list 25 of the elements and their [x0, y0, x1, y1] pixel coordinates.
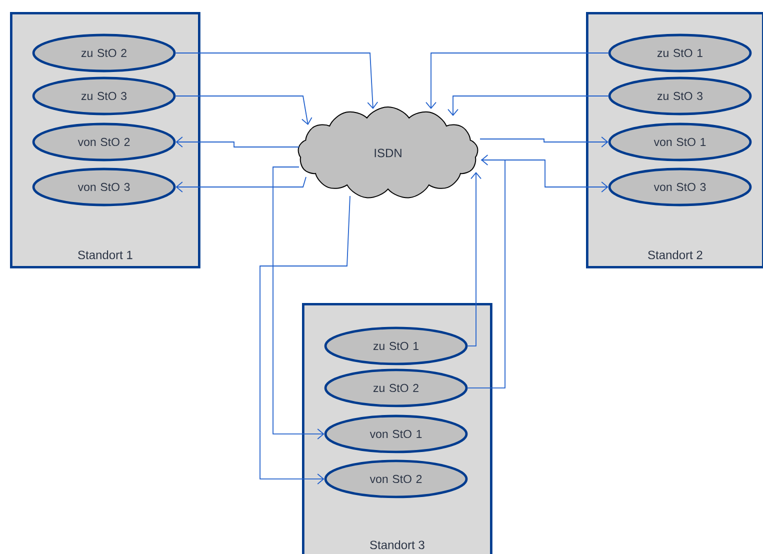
arrow	[467, 172, 482, 346]
arrow	[467, 154, 506, 388]
arrow	[176, 136, 300, 148]
ellipse-node: zu StO 3	[608, 76, 752, 116]
arrow	[260, 196, 350, 484]
ellipse-node: zu StO 1	[324, 326, 468, 366]
ellipse-node: von StO 2	[32, 122, 176, 162]
arrow	[176, 176, 306, 192]
arrow	[480, 136, 608, 148]
arrow	[448, 96, 609, 116]
arrow	[175, 52, 378, 109]
network-cloud: ISDN	[298, 106, 478, 198]
arrow	[175, 96, 312, 125]
ellipse-node: zu StO 1	[608, 34, 752, 72]
ellipse-node: zu StO 3	[32, 76, 176, 116]
ellipse-node: von StO 1	[324, 414, 468, 454]
arrow	[480, 160, 608, 192]
ellipse-node: von StO 3	[32, 168, 176, 206]
ellipse-node: zu StO 2	[324, 368, 468, 408]
ellipse-node: von StO 1	[608, 122, 752, 162]
ellipse-node: von StO 2	[324, 460, 468, 498]
ellipse-node: von StO 3	[608, 168, 752, 206]
arrow	[272, 166, 324, 440]
ellipse-node: zu StO 2	[32, 34, 176, 72]
arrow	[426, 52, 609, 109]
